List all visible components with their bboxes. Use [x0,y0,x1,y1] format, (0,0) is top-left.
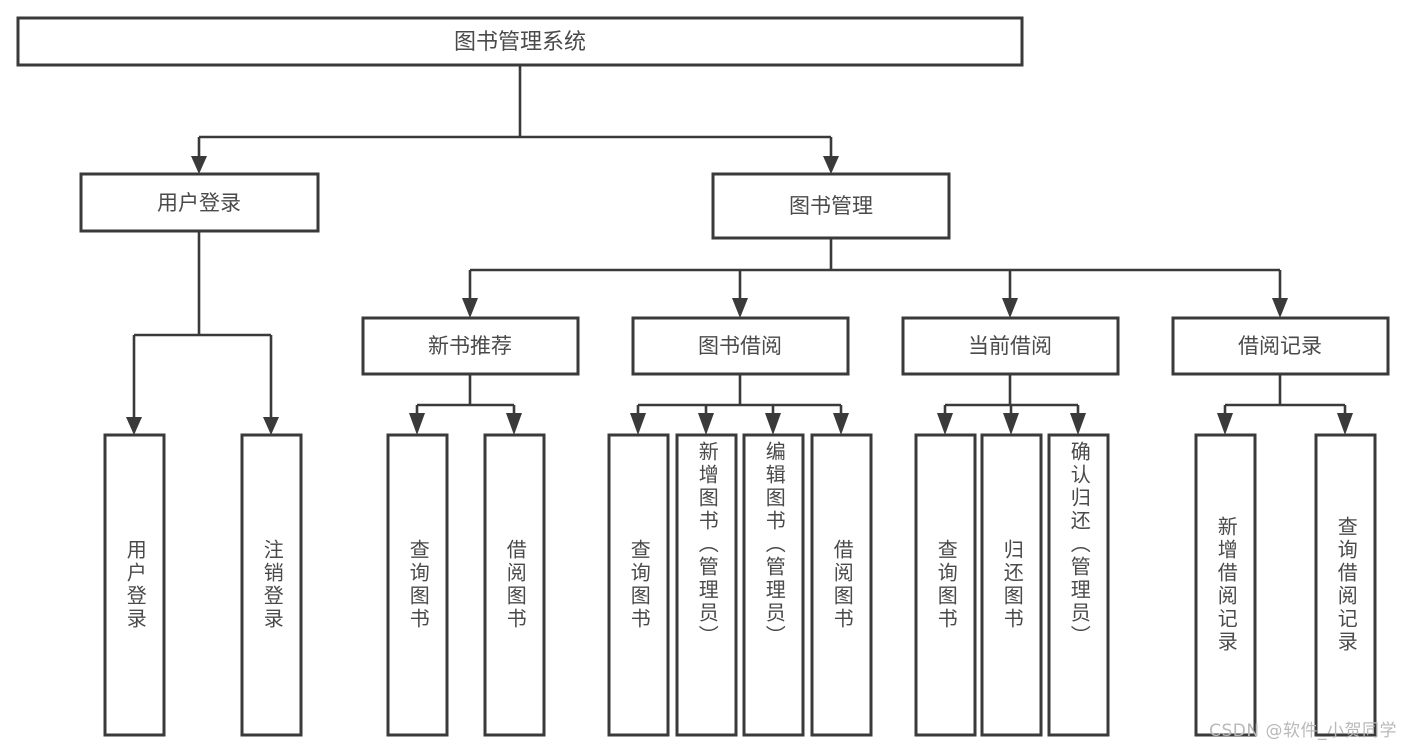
arrowhead-leaf-new-book-1 [409,413,425,435]
node-current-borrow-box[interactable] [901,316,1120,376]
node-book-borrow-label: 图书借阅 [698,334,782,358]
arrowhead-leaf-user-login-2 [263,417,279,435]
arrowhead-new-book [462,298,478,318]
arrowhead-leaf-borrow-record-2 [1337,413,1353,435]
arrowhead-leaf-book-borrow-1 [630,413,646,435]
arrowhead-current-borrow [1002,298,1018,318]
node-new-book-box[interactable] [361,316,580,376]
arrowhead-leaf-current-borrow-2 [1003,413,1019,435]
node-root-label: 图书管理系统 [454,30,586,55]
arrowhead-leaf-borrow-record-1 [1217,413,1233,435]
leaf-box-user-login-1[interactable] [103,433,166,737]
node-book-borrow-box[interactable] [631,316,850,376]
leaf-box-borrow-record-2[interactable] [1314,433,1377,737]
csdn-watermark: CSDN @软件_小贺同学 [1209,721,1397,741]
node-borrow-record-label: 借阅记录 [1238,334,1322,358]
leaf-box-book-borrow-3[interactable] [742,433,805,737]
arrowhead-leaf-user-login-1 [126,417,142,435]
node-book-mgmt-label: 图书管理 [789,194,873,218]
arrowhead-leaf-book-borrow-2 [698,413,714,435]
node-user-login-label: 用户登录 [157,191,241,215]
connector-layer [126,65,1353,435]
arrowhead-leaf-current-borrow-1 [937,413,953,435]
leaf-box-borrow-record-1[interactable] [1194,433,1257,737]
node-book-mgmt-box[interactable] [711,172,951,240]
arrowhead-leaf-current-borrow-3 [1070,413,1086,435]
node-new-book-label: 新书推荐 [428,334,512,358]
leaf-box-new-book-1[interactable] [386,433,449,737]
leaf-box-new-book-2[interactable] [483,433,546,737]
arrowhead-leaf-new-book-2 [506,413,522,435]
node-current-borrow-label: 当前借阅 [968,334,1052,358]
arrowhead-user-login [191,156,207,174]
arrowhead-book-borrow [732,298,748,318]
arrowhead-leaf-book-borrow-4 [833,413,849,435]
leaf-box-current-borrow-1[interactable] [914,433,977,737]
arrowhead-borrow-record [1272,298,1288,318]
leaf-box-book-borrow-4[interactable] [810,433,873,737]
leaf-box-current-borrow-3[interactable] [1047,433,1110,737]
node-user-login-box[interactable] [79,172,320,233]
leaf-box-book-borrow-1[interactable] [607,433,670,737]
node-borrow-record-box[interactable] [1171,316,1390,376]
arrowhead-leaf-book-borrow-3 [765,413,781,435]
node-layer: 图书管理系统 用户登录 图书管理 新书推荐 图书借阅 当前借阅 借阅记录 [16,16,1390,737]
leaf-box-user-login-2[interactable] [240,433,303,737]
leaf-box-current-borrow-2[interactable] [980,433,1043,737]
node-root-box[interactable] [16,16,1024,67]
leaf-box-book-borrow-2[interactable] [675,433,738,737]
arrowhead-book-mgmt [823,156,839,174]
